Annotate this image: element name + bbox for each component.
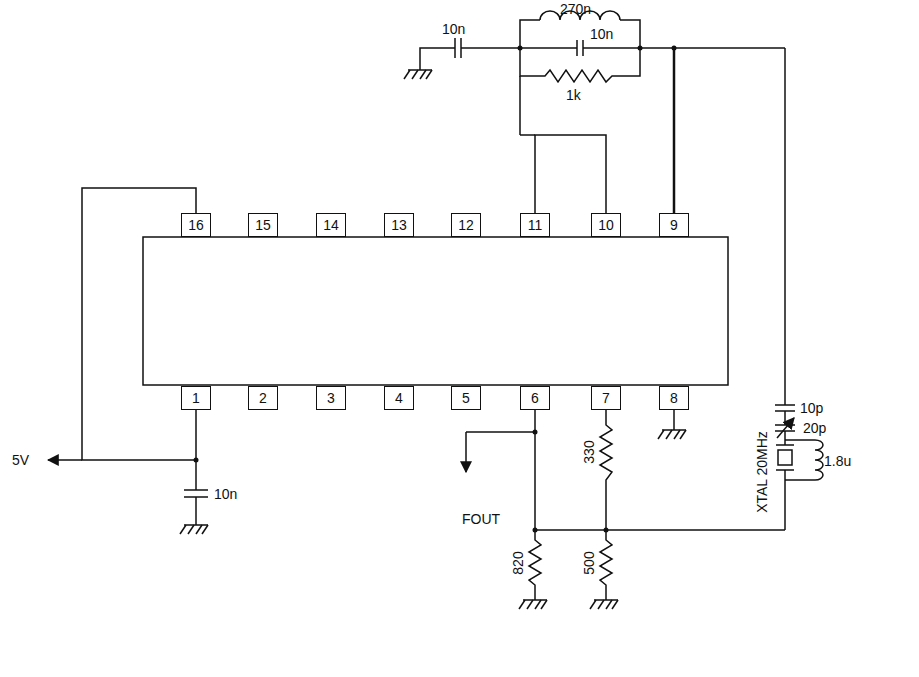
supply-label: 5V [12,453,29,467]
inductor-value: 1.8u [824,454,851,468]
pin-number: 16 [188,217,204,233]
pin-box: 11 [520,213,550,237]
pin-number: 12 [458,217,474,233]
pin-box: 12 [451,213,481,237]
pin-box: 8 [659,386,689,410]
pin-number: 13 [391,217,407,233]
pin-box: 5 [451,386,481,410]
inductor-value: 270n [560,2,591,16]
power-wiring [48,460,208,534]
crystal-branch [535,48,823,530]
pin-box: 9 [659,213,689,237]
pin-number: 9 [670,217,678,233]
pin-box: 4 [384,386,414,410]
pin-box: 1 [181,386,211,410]
pin-number: 5 [462,390,470,406]
pin-number: 1 [192,390,200,406]
capacitor-value: 10n [590,27,613,41]
pin-box: 6 [520,386,550,410]
pin-number: 3 [327,390,335,406]
pin-number: 6 [531,390,539,406]
signal-name: FOUT [462,512,500,526]
pin-box: 14 [316,213,346,237]
capacitor-value: 20p [803,421,826,435]
pin-number: 10 [598,217,614,233]
pin-number: 14 [323,217,339,233]
crystal-label: XTAL 20MHz [755,431,769,513]
pin-number: 7 [602,390,610,406]
pin-number: 15 [255,217,271,233]
wire [535,135,606,213]
resistor-value: 500 [582,551,596,574]
pin-box: 10 [591,213,621,237]
pin-box: 7 [591,386,621,410]
capacitor-value: 10n [442,22,465,36]
pin-number: 11 [528,217,543,233]
pin-box: 15 [248,213,278,237]
tank-network [420,11,785,213]
pin-number: 4 [395,390,403,406]
capacitor-value: 10n [214,487,237,501]
output-wiring [404,70,686,609]
pin-box: 3 [316,386,346,410]
ic-body [143,237,728,385]
resistor-value: 1k [566,88,581,102]
pin-box: 2 [248,386,278,410]
resistor-value: 330 [582,440,596,463]
resistor-value: 820 [511,551,525,574]
wire [82,188,196,460]
capacitor-value: 10p [800,401,823,415]
pin-number: 8 [670,390,678,406]
pin-number: 2 [259,390,267,406]
pin-box: 13 [384,213,414,237]
pin-box: 16 [181,213,211,237]
